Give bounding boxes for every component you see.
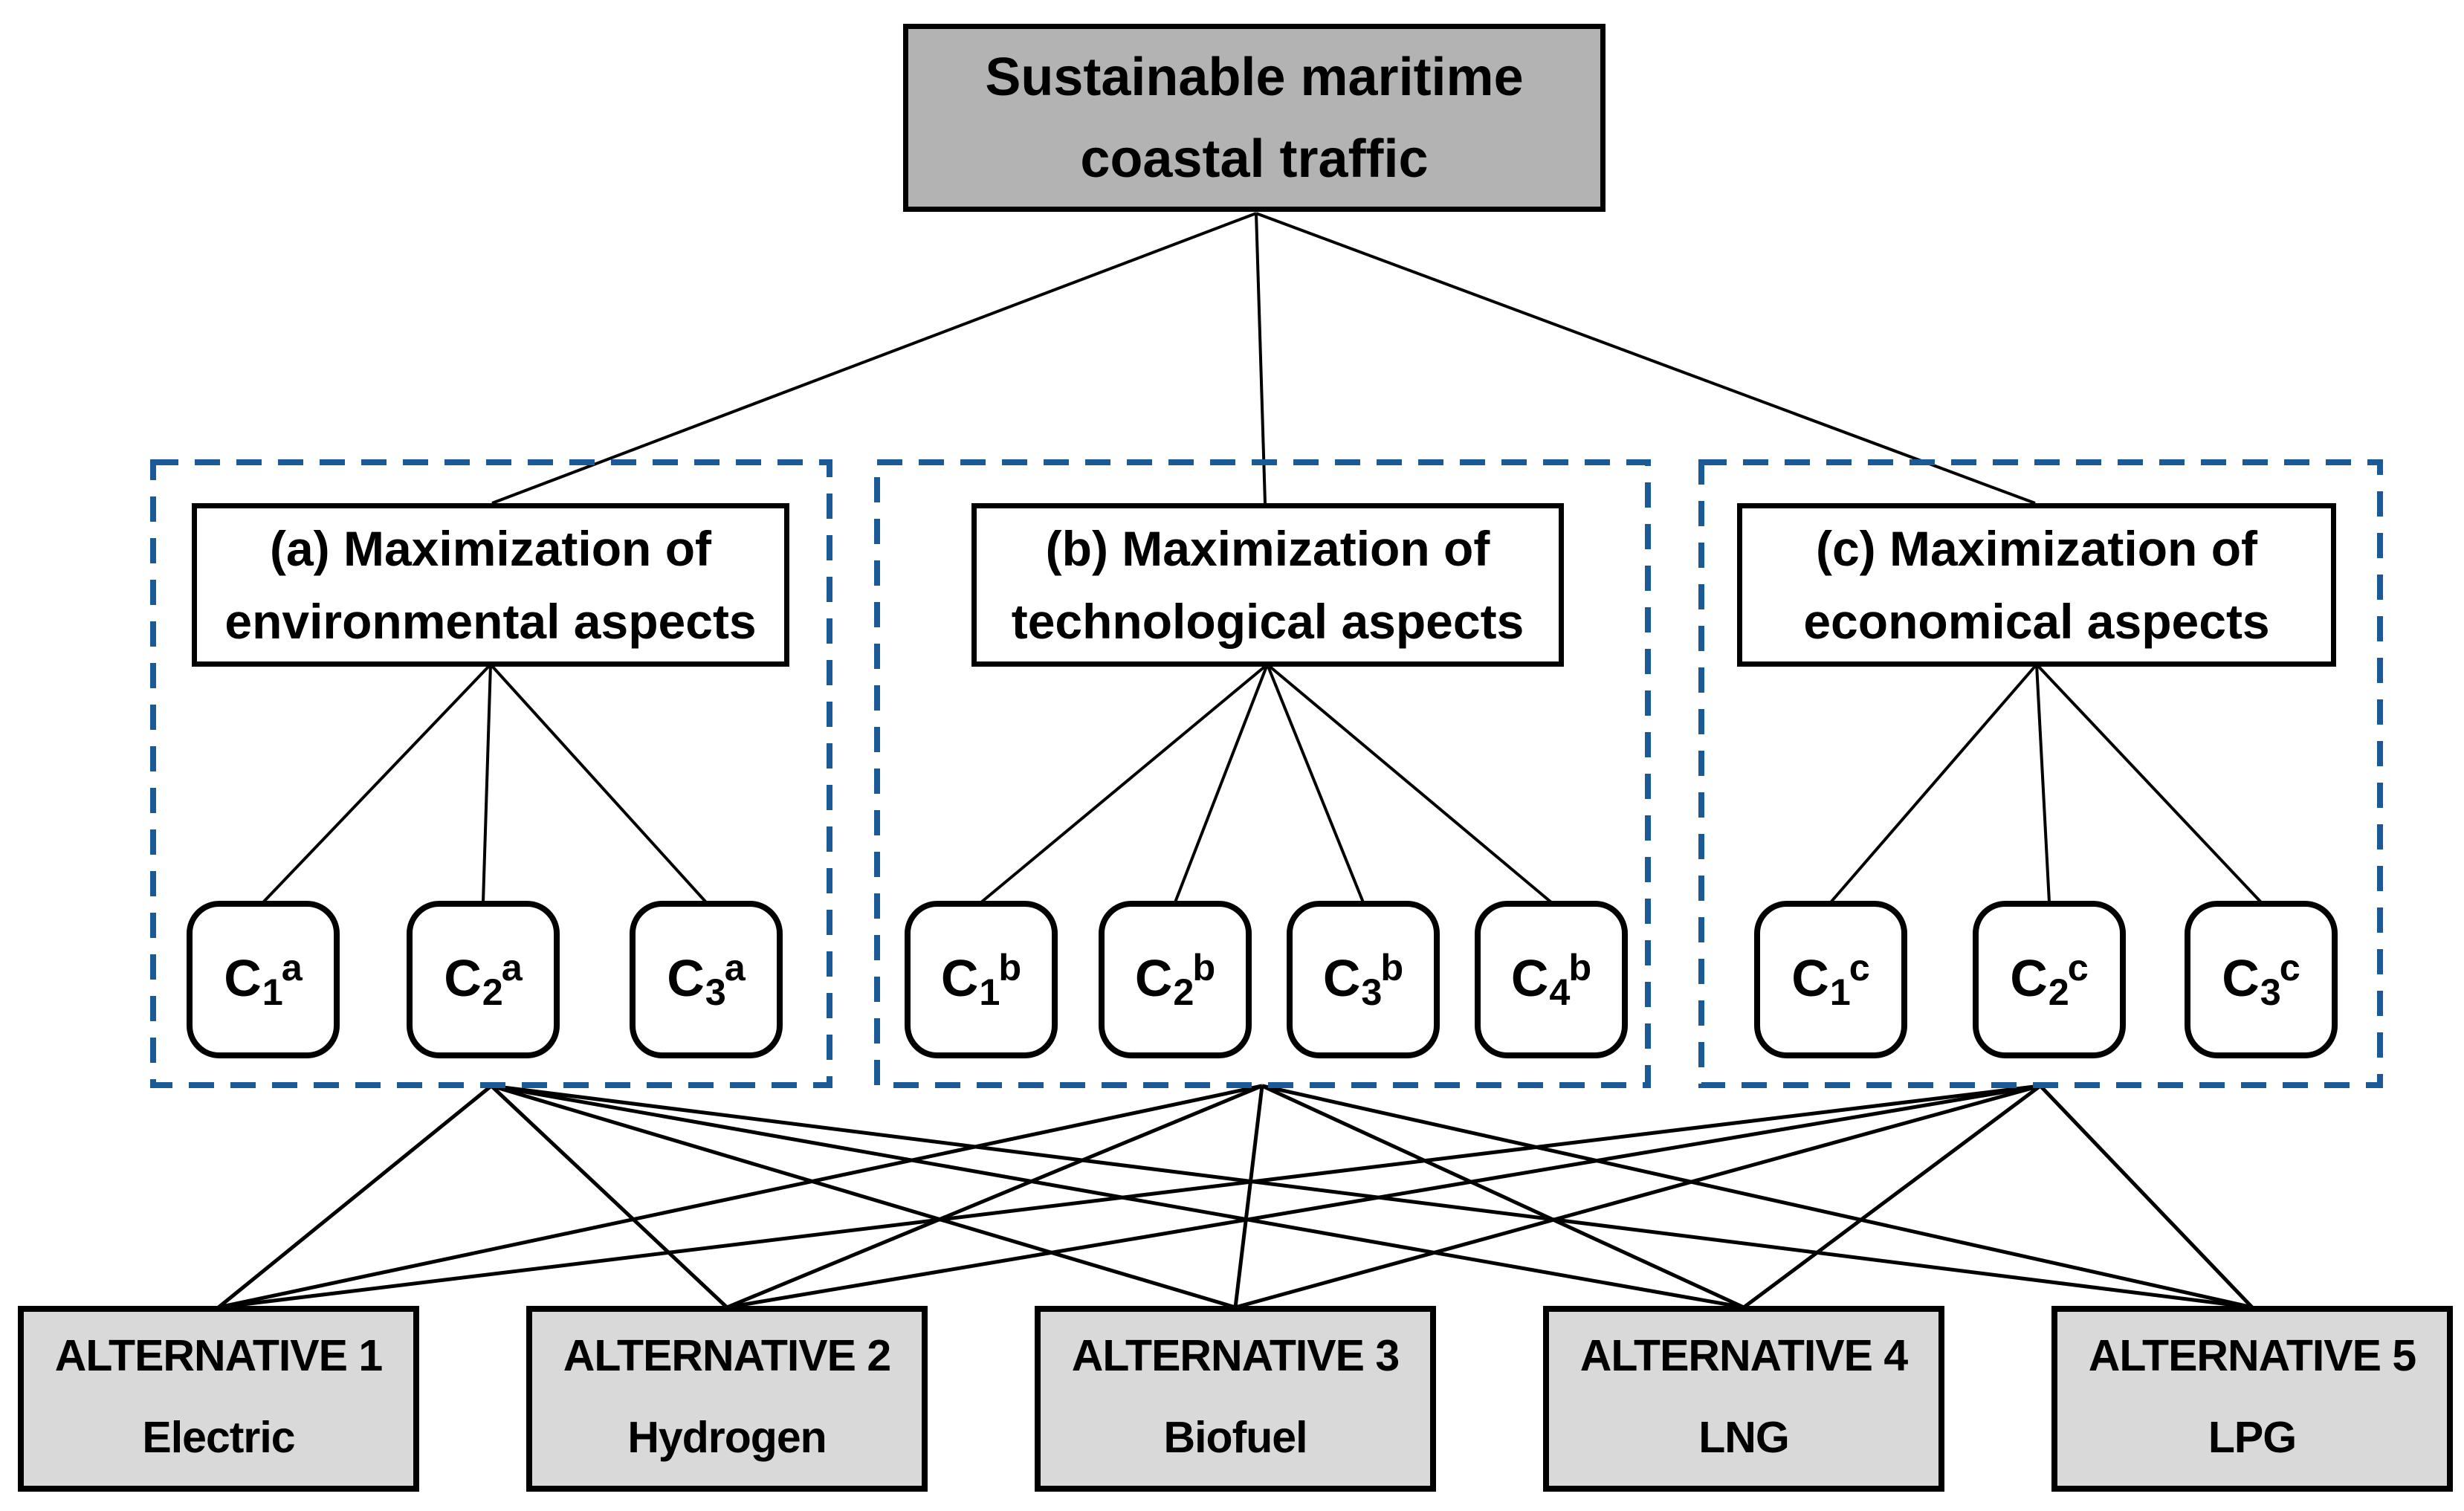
- criteria-node-b: (b) Maximization of technological aspect…: [971, 503, 1564, 667]
- group-frame-c: [1698, 459, 2383, 1088]
- subcriterion-c3a: C3a: [630, 901, 783, 1058]
- group-frame-a: [150, 459, 832, 1088]
- alternative-2-node: ALTERNATIVE 2 Hydrogen: [526, 1306, 928, 1492]
- criteria-c-title-line1: (c) Maximization of: [1815, 521, 2258, 576]
- criteria-c-subcriteria-connectors: [1829, 663, 2263, 904]
- criteria-c-title-line2: economical aspects: [1803, 594, 2270, 649]
- criteria-a-title-line2: environmental aspects: [224, 594, 757, 649]
- alternative-4-fuel: LNG: [1698, 1413, 1790, 1462]
- alternative-2-title: ALTERNATIVE 2: [563, 1331, 891, 1380]
- subcriterion-c2a: C2a: [407, 901, 560, 1058]
- goal-node: Sustainable maritime coastal traffic: [903, 24, 1606, 212]
- criteria-a-subcriteria-connectors: [262, 663, 708, 904]
- alternative-1-title: ALTERNATIVE 1: [54, 1331, 383, 1380]
- alternative-3-fuel: Biofuel: [1163, 1413, 1308, 1462]
- criteria-group-frames: [150, 459, 2383, 1088]
- subcriterion-c2b: C2b: [1099, 901, 1252, 1058]
- subcriterion-c3c: C3c: [2185, 901, 2338, 1058]
- alternative-4-title: ALTERNATIVE 4: [1579, 1331, 1908, 1380]
- criteria-b-title-line2: technological aspects: [1011, 594, 1524, 649]
- criteria-a-title-line1: (a) Maximization of: [269, 521, 712, 576]
- goal-label-line2: coastal traffic: [1080, 129, 1429, 189]
- group-c-alternative-connectors: [218, 1084, 2254, 1310]
- alternative-5-fuel: LPG: [2208, 1413, 2297, 1462]
- alternative-1-fuel: Electric: [142, 1413, 295, 1462]
- goal-label-line1: Sustainable maritime: [985, 47, 1524, 107]
- subcriterion-c4b: C4b: [1475, 901, 1628, 1058]
- group-a-alternative-connectors: [217, 1084, 2253, 1310]
- alternative-1-node: ALTERNATIVE 1 Electric: [18, 1306, 419, 1492]
- subcriterion-c3b: C3b: [1287, 901, 1440, 1058]
- criteria-b-subcriteria-connectors: [980, 663, 1553, 904]
- group-frame-b: [874, 459, 1651, 1088]
- subcriterion-c1b: C1b: [905, 901, 1058, 1058]
- subcriterion-c2c: C2c: [1973, 901, 2126, 1058]
- group-b-alternative-connectors: [218, 1084, 2253, 1310]
- criteria-node-c: (c) Maximization of economical aspects: [1737, 503, 2336, 667]
- alternative-3-title: ALTERNATIVE 3: [1071, 1331, 1400, 1380]
- alternative-3-node: ALTERNATIVE 3 Biofuel: [1035, 1306, 1436, 1492]
- alternative-2-fuel: Hydrogen: [627, 1413, 827, 1462]
- subcriterion-c1c: C1c: [1754, 901, 1907, 1058]
- alternative-5-node: ALTERNATIVE 5 LPG: [2051, 1306, 2453, 1492]
- criteria-node-a: (a) Maximization of environmental aspect…: [192, 503, 789, 667]
- subcriterion-c1a: C1a: [187, 901, 340, 1058]
- goal-criteria-connectors: [491, 212, 2036, 505]
- criteria-b-title-line1: (b) Maximization of: [1045, 521, 1490, 576]
- alternative-4-node: ALTERNATIVE 4 LNG: [1543, 1306, 1944, 1492]
- alternative-5-title: ALTERNATIVE 5: [2088, 1331, 2416, 1380]
